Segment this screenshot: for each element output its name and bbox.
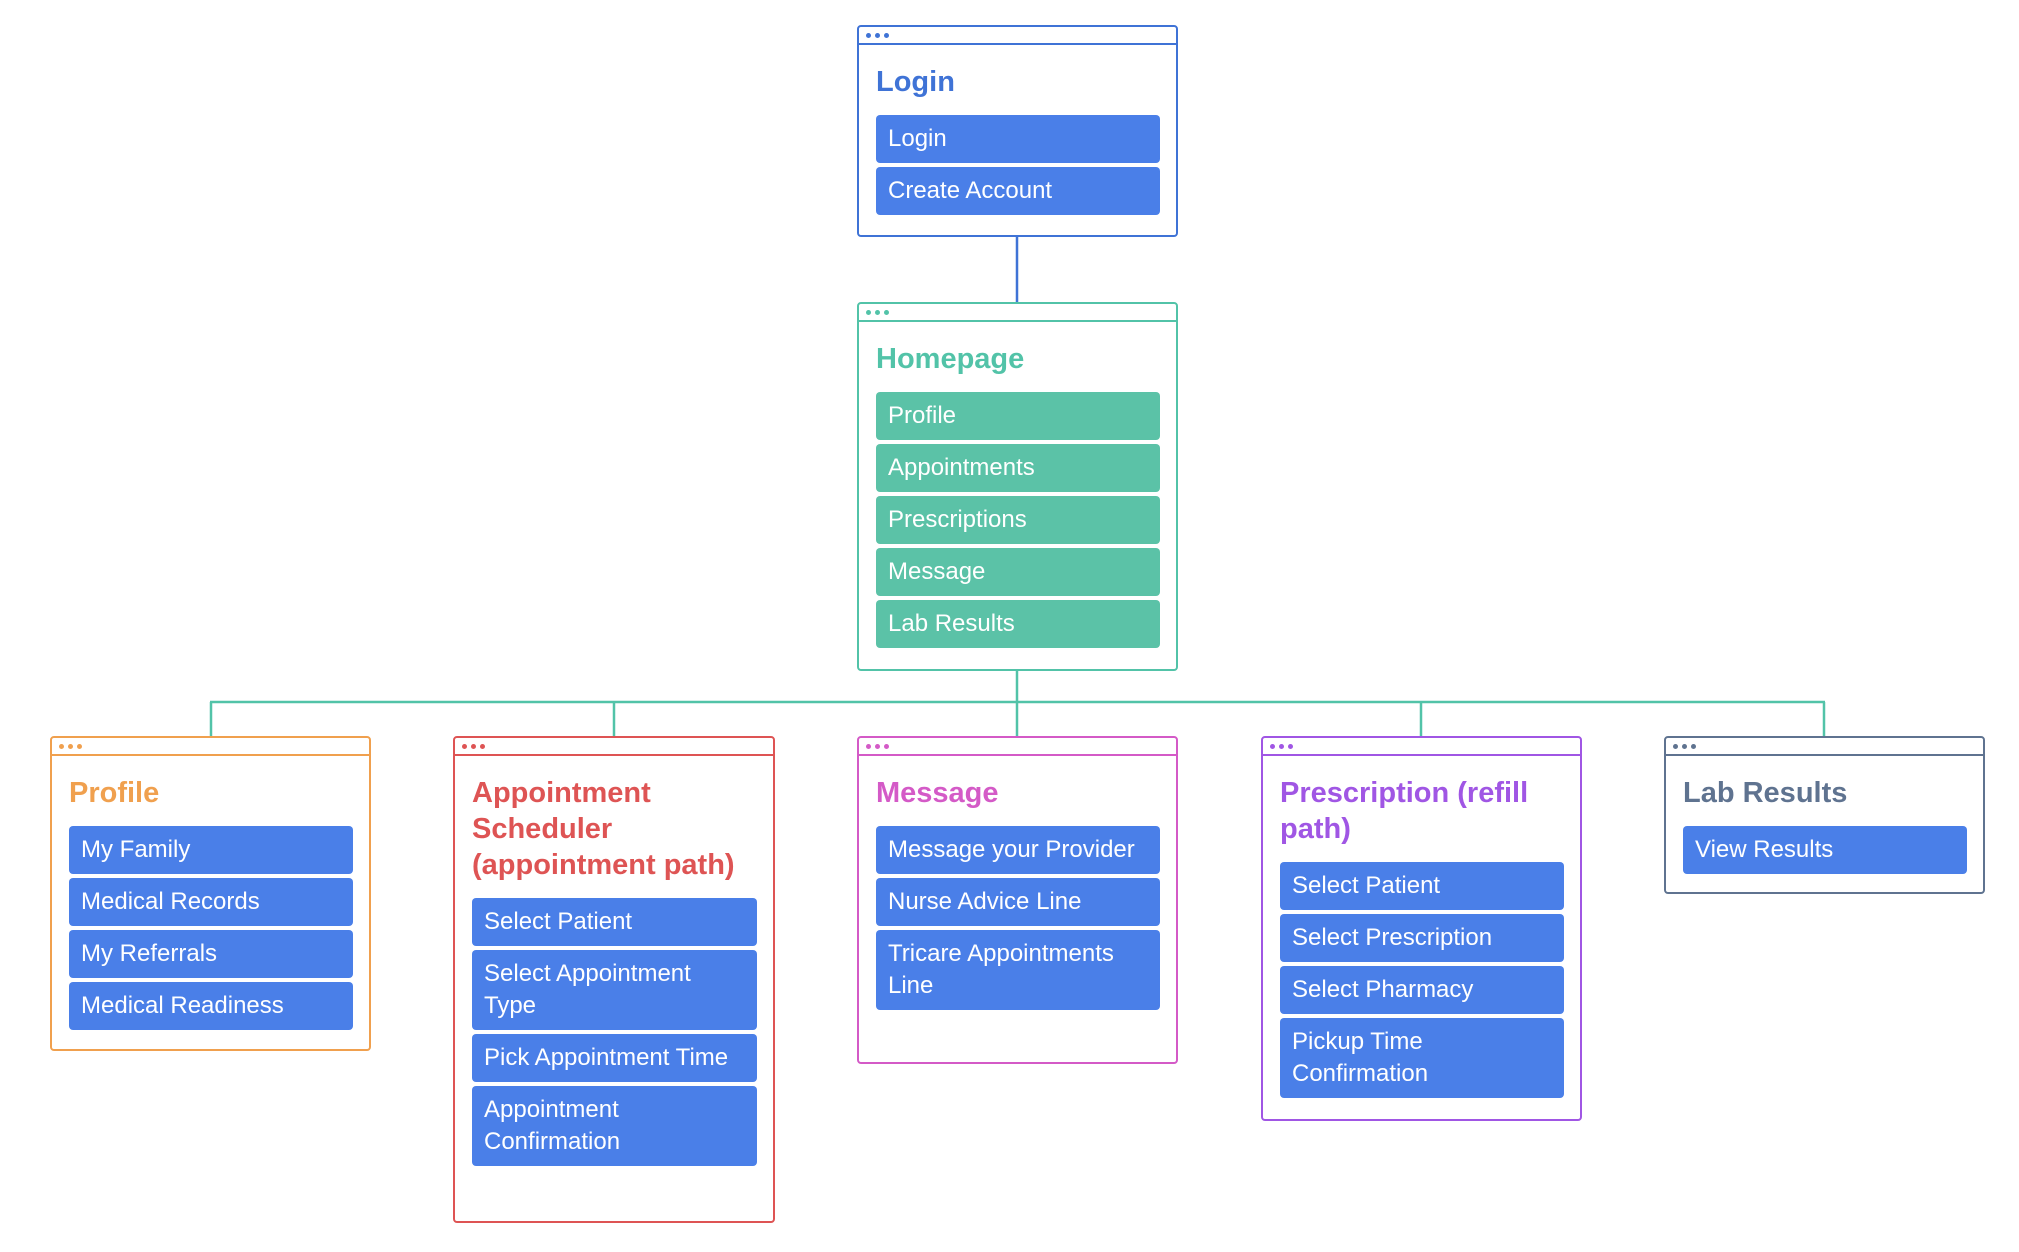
window-dot-icon [1673, 743, 1678, 749]
menu-item-button[interactable]: Medical Readiness [69, 982, 353, 1030]
window-dot-icon [875, 32, 880, 38]
window-dot-icon [77, 743, 82, 749]
menu-item-button[interactable]: Pick Appointment Time [472, 1034, 757, 1082]
menu-item-button[interactable]: Profile [876, 392, 1160, 440]
window-dot-icon [866, 32, 871, 38]
menu-item-button[interactable]: Nurse Advice Line [876, 878, 1160, 926]
window-dot-icon [1691, 743, 1696, 749]
window-titlebar [859, 304, 1176, 322]
menu-item-button[interactable]: Select Pharmacy [1280, 966, 1564, 1014]
window-dot-icon [884, 32, 889, 38]
menu-item-button[interactable]: Select Patient [1280, 862, 1564, 910]
menu-item-button[interactable]: Prescriptions [876, 496, 1160, 544]
window-dot-icon [1279, 743, 1284, 749]
window-dot-icon [1270, 743, 1275, 749]
card-title: Lab Results [1683, 777, 1848, 809]
window-dot-icon [875, 309, 880, 315]
card-title: Message [876, 777, 999, 809]
menu-item-button[interactable]: My Family [69, 826, 353, 874]
menu-item-button[interactable]: Appointments [876, 444, 1160, 492]
menu-item-button[interactable]: My Referrals [69, 930, 353, 978]
window-titlebar [1666, 738, 1983, 756]
menu-item-button[interactable]: Select Prescription [1280, 914, 1564, 962]
card-title: Homepage [876, 343, 1025, 375]
card-title: Prescription (refill path) [1280, 777, 1529, 845]
window-dot-icon [884, 743, 889, 749]
window-titlebar [52, 738, 369, 756]
window-dot-icon [875, 743, 880, 749]
window-dot-icon [884, 309, 889, 315]
window-dot-icon [59, 743, 64, 749]
window-dot-icon [866, 743, 871, 749]
menu-item-button[interactable]: Login [876, 115, 1160, 163]
window-titlebar [859, 27, 1176, 45]
window-dot-icon [471, 743, 476, 749]
window-dot-icon [1682, 743, 1687, 749]
prescription-card: Prescription (refill path) Select Patien… [1261, 736, 1582, 1121]
menu-item-button[interactable]: Tricare Appointments Line [876, 930, 1160, 1010]
menu-item-button[interactable]: Lab Results [876, 600, 1160, 648]
menu-item-button[interactable]: Select Appointment Type [472, 950, 757, 1030]
window-dot-icon [68, 743, 73, 749]
window-dot-icon [1288, 743, 1293, 749]
menu-item-button[interactable]: Medical Records [69, 878, 353, 926]
menu-item-button[interactable]: Create Account [876, 167, 1160, 215]
card-title: Profile [69, 777, 160, 809]
window-titlebar [455, 738, 773, 756]
menu-item-button[interactable]: Select Patient [472, 898, 757, 946]
menu-item-button[interactable]: View Results [1683, 826, 1967, 874]
menu-item-button[interactable]: Pickup Time Confirmation [1280, 1018, 1564, 1098]
window-dot-icon [866, 309, 871, 315]
lab-results-card: Lab Results View Results [1664, 736, 1985, 894]
menu-item-button[interactable]: Message your Provider [876, 826, 1160, 874]
window-dot-icon [480, 743, 485, 749]
window-dot-icon [462, 743, 467, 749]
card-title: Login [876, 66, 955, 98]
menu-item-button[interactable]: Appointment Confirmation [472, 1086, 757, 1166]
window-titlebar [1263, 738, 1580, 756]
card-title: Appointment Scheduler (appointment path) [472, 777, 735, 881]
menu-item-button[interactable]: Message [876, 548, 1160, 596]
window-titlebar [859, 738, 1176, 756]
card-items: View Results [1683, 826, 1967, 874]
appointment-scheduler-card: Appointment Scheduler (appointment path)… [453, 736, 775, 1223]
